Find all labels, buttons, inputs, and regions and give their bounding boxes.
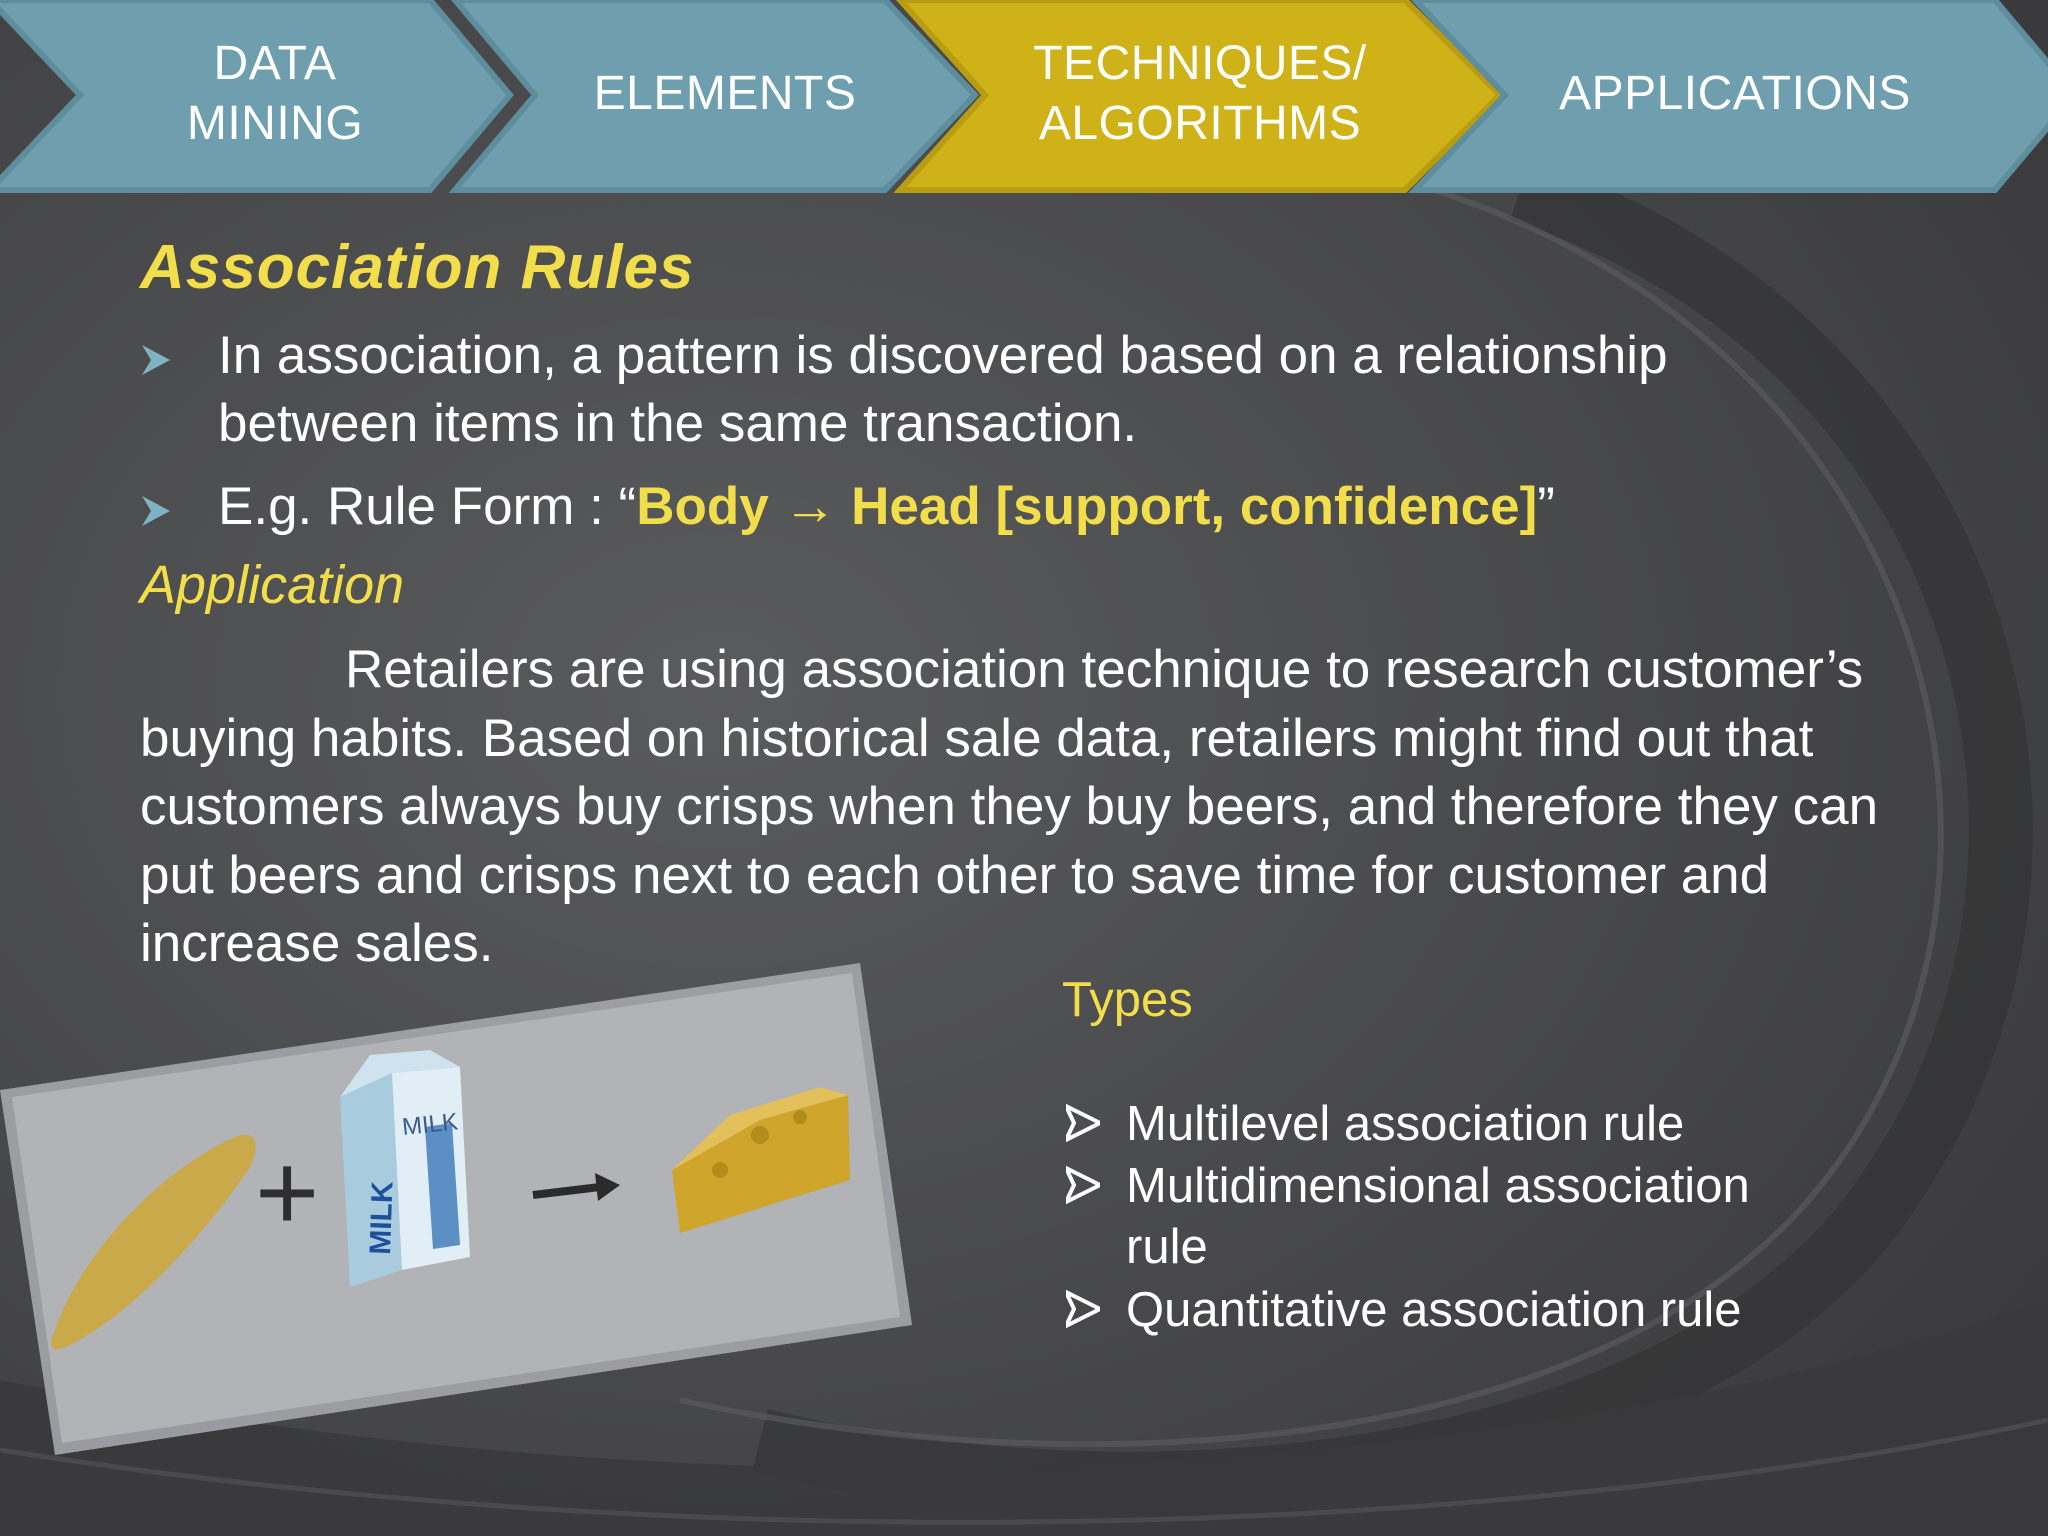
rule-form-prefix: E.g. Rule Form : “ bbox=[218, 477, 637, 536]
rule-form-expression: Body → Head [support, confidence] bbox=[636, 477, 1538, 536]
nav-step-data-mining[interactable]: DATA MINING bbox=[186, 37, 364, 150]
bullet-rule-form: E.g. Rule Form : “Body → Head [support, … bbox=[218, 473, 1918, 541]
nav-step-techniques-shape[interactable] bbox=[893, 0, 1505, 193]
bread-icon bbox=[51, 1134, 256, 1350]
nav-step-elements-shape[interactable] bbox=[448, 0, 980, 193]
plus-sign: + bbox=[255, 1131, 319, 1254]
milk-carton-icon: MILK MILK bbox=[340, 1050, 470, 1287]
nav-chevron-bar bbox=[0, 0, 2048, 193]
bullet-arrow-icon bbox=[1066, 1104, 1100, 1142]
application-heading: Application bbox=[140, 555, 405, 615]
nav-step-elements[interactable]: ELEMENTS bbox=[593, 67, 857, 120]
svg-text:MILK: MILK bbox=[401, 1108, 460, 1141]
type-item: Quantitative association rule bbox=[1126, 1283, 1742, 1337]
svg-text:MILK: MILK bbox=[364, 1180, 400, 1255]
rule-form-suffix: ” bbox=[1537, 477, 1555, 536]
bullet-arrow-icon bbox=[142, 345, 170, 375]
nav-step-applications[interactable]: APPLICATIONS bbox=[1559, 67, 1911, 120]
cheese-icon bbox=[672, 1087, 850, 1233]
bread-milk-cheese-illustration: + MILK MILK bbox=[0, 963, 912, 1455]
type-item: Multilevel association rule bbox=[1126, 1097, 1685, 1151]
section-heading: Association Rules bbox=[140, 233, 695, 302]
type-item: Multidimensional association rule bbox=[1126, 1159, 1750, 1274]
application-paragraph: Retailers are using association techniqu… bbox=[140, 640, 1879, 973]
nav-step-applications-shape[interactable] bbox=[1408, 0, 2048, 193]
types-heading: Types bbox=[1062, 973, 1193, 1027]
nav-step-techniques[interactable]: TECHNIQUES/ ALGORITHMS bbox=[1033, 37, 1367, 150]
bullet-arrow-icon bbox=[1066, 1290, 1100, 1328]
nav-step-data-mining-shape[interactable] bbox=[0, 0, 514, 193]
bullet-arrow-icon bbox=[1066, 1166, 1100, 1204]
bullet-association-definition: In association, a pattern is discovered … bbox=[218, 326, 1668, 453]
bullet-arrow-icon bbox=[142, 496, 170, 526]
arrow-right-icon bbox=[532, 1173, 620, 1201]
